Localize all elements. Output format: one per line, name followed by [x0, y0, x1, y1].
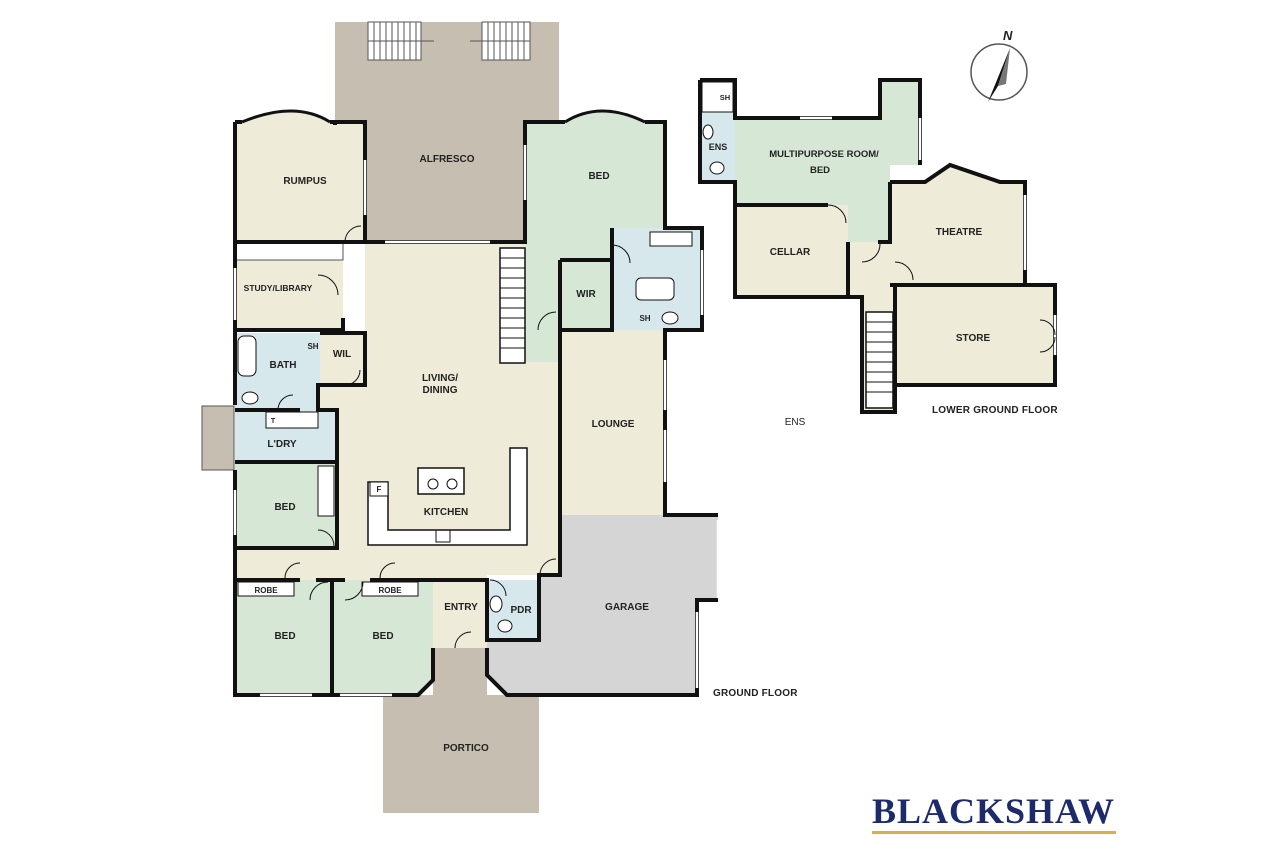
label-bed-2: BED — [274, 502, 295, 513]
label-robe-bed3: ROBE — [254, 586, 278, 595]
label-lounge: LOUNGE — [592, 419, 635, 430]
label-sh-bath: SH — [307, 342, 318, 351]
label-sh-ensuite: SH — [639, 314, 650, 323]
label-ens-floating: ENS — [785, 417, 806, 428]
wil-fill — [320, 333, 365, 385]
label-kitchen: KITCHEN — [424, 507, 468, 518]
label-ldry: L'DRY — [267, 439, 297, 450]
stairs-ground — [499, 247, 526, 364]
label-cellar: CELLAR — [770, 247, 811, 258]
step-lines — [368, 22, 530, 60]
label-bed-master: BED — [588, 171, 609, 182]
master-bay-wall — [564, 109, 646, 124]
store-fill — [895, 285, 1055, 385]
label-theatre: THEATRE — [936, 227, 983, 238]
windows — [233, 145, 720, 697]
compass-label: N — [1003, 28, 1013, 43]
label-multipurpose-line1: MULTIPURPOSE ROOM/ — [769, 149, 879, 160]
lounge-fill — [560, 330, 665, 515]
north-arrow-icon — [970, 43, 1028, 102]
ensuite-toilet — [661, 311, 679, 325]
label-t-ldry: T — [271, 418, 276, 425]
wir-fill — [560, 260, 612, 330]
bed4-fill — [332, 580, 433, 695]
sink-right — [446, 478, 458, 490]
cooktop — [435, 529, 451, 543]
stair-treads — [500, 257, 525, 349]
label-robe-bed4: ROBE — [378, 586, 402, 595]
bath-toilet — [241, 391, 259, 405]
label-garage: GARAGE — [605, 602, 649, 613]
robe-bed2 — [317, 465, 335, 517]
theatre-fill — [890, 165, 1025, 285]
label-study-library: STUDY/LIBRARY — [244, 283, 313, 293]
hall-fill — [235, 548, 435, 580]
lower-basin — [702, 124, 714, 140]
label-sh-lower: SH — [720, 93, 730, 102]
label-bed-3: BED — [274, 631, 295, 642]
label-ens-lower: ENS — [709, 142, 728, 152]
label-wil: WIL — [333, 349, 351, 360]
stair-treads-lower — [866, 321, 893, 393]
lower-toilet — [709, 161, 725, 175]
lower-walls — [698, 78, 1057, 414]
sink-left — [427, 478, 439, 490]
label-alfresco: ALFRESCO — [420, 154, 475, 165]
multipurpose-fill — [735, 80, 920, 242]
label-multipurpose-line2: BED — [810, 165, 830, 176]
pdr-toilet — [497, 619, 513, 633]
fridge — [369, 481, 389, 497]
label-pdr: PDR — [510, 605, 532, 616]
bathtub — [237, 335, 257, 377]
side-step — [201, 405, 235, 471]
label-store: STORE — [956, 333, 991, 344]
rumpus-bay-wall — [241, 109, 331, 124]
portico-area — [383, 695, 539, 813]
brand-underline — [872, 831, 1116, 834]
rumpus-fill — [235, 122, 365, 242]
ensuite-vanity — [649, 231, 693, 247]
study-shelf — [234, 241, 344, 261]
label-rumpus: RUMPUS — [283, 176, 327, 187]
label-living-line1: LIVING/ — [422, 373, 458, 384]
portico-neck — [433, 648, 487, 695]
bed3-fill — [235, 580, 332, 695]
brand-logo: BLACKSHAW — [872, 791, 1116, 831]
pdr-basin — [489, 595, 503, 613]
label-portico: PORTICO — [443, 743, 489, 754]
lower-ground-floor-label: LOWER GROUND FLOOR — [932, 405, 1058, 416]
label-bed-4: BED — [372, 631, 393, 642]
label-entry: ENTRY — [444, 602, 478, 613]
stairs-lower — [865, 311, 894, 409]
lower-door-swings — [827, 204, 1056, 353]
label-wir: WIR — [576, 289, 596, 300]
label-living-line2: DINING — [423, 385, 458, 396]
label-f-fridge: F — [377, 485, 382, 494]
ground-floor-label: GROUND FLOOR — [713, 688, 798, 699]
study-fill — [235, 260, 343, 330]
label-bath: BATH — [269, 360, 296, 371]
ensuite-tub — [635, 277, 675, 301]
kitchen-island — [417, 467, 465, 495]
garage-fill — [487, 515, 718, 695]
door-swings — [277, 225, 631, 649]
kitchen-bench — [367, 447, 528, 546]
cellar-fill — [735, 205, 848, 297]
